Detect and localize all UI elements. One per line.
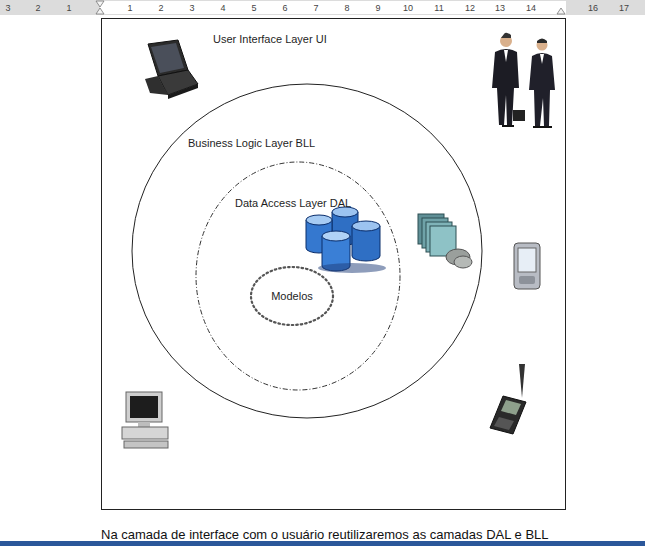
ruler-number: 3	[189, 3, 194, 13]
laptop-icon	[145, 40, 198, 99]
dal-circle-outline	[195, 161, 401, 391]
ruler-number: 14	[526, 3, 536, 13]
ruler-number: 4	[220, 3, 225, 13]
models-ellipse: Modelos	[250, 266, 334, 326]
bll-circle: Business Logic Layer BLL Data Access Laye…	[131, 83, 483, 419]
ruler-page-area	[100, 1, 566, 14]
dal-circle-line	[196, 162, 400, 390]
ruler-number: 6	[282, 3, 287, 13]
ruler-number: 16	[588, 3, 598, 13]
ruler-number: 10	[403, 3, 413, 13]
phone-icon	[490, 364, 526, 434]
pda-icon	[514, 243, 540, 289]
ruler-number: 7	[313, 3, 318, 13]
ruler-number: 11	[434, 3, 443, 13]
dal-circle: Data Access Layer DAL Modelos	[195, 161, 401, 391]
ruler-number: 1	[127, 3, 132, 13]
ruler-marker	[557, 8, 565, 14]
models-ellipse-line	[251, 267, 333, 325]
ruler-marker	[96, 1, 104, 14]
layer-label: User Interface Layer UI	[213, 33, 327, 46]
ui-layer-frame: User Interface Layer UI Business Logic La…	[101, 18, 566, 510]
ruler-number: 1	[66, 3, 71, 13]
ruler-number: 12	[465, 3, 475, 13]
desktop-icon	[122, 392, 168, 448]
ruler-number: 8	[344, 3, 349, 13]
layer-label: Data Access Layer DAL	[235, 197, 351, 210]
ruler-number: 5	[251, 3, 256, 13]
layer-label: Modelos	[271, 290, 313, 303]
bll-circle-line	[132, 84, 482, 418]
layer-label: Business Logic Layer BLL	[188, 137, 315, 150]
server-icon	[418, 214, 472, 268]
ruler-number: 13	[495, 3, 505, 13]
ruler-number: 2	[158, 3, 163, 13]
database-icon	[306, 207, 386, 273]
ruler-number: 2	[35, 3, 40, 13]
businessmen-icon	[492, 33, 555, 127]
ruler-number: 3	[5, 3, 10, 13]
caption: Na camada de interface com o usuário reu…	[101, 527, 549, 542]
bll-circle-outline	[131, 83, 483, 419]
ruler-bar	[0, 0, 645, 15]
ruler-number: 17	[619, 3, 629, 13]
ruler-number: 9	[375, 3, 380, 13]
